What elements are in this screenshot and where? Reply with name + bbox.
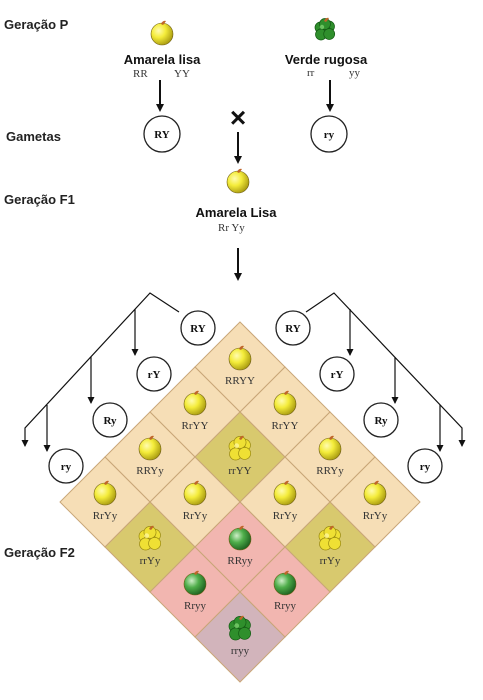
pea-yellow-smooth-icon bbox=[228, 345, 252, 371]
pea-yellow-smooth-icon bbox=[150, 20, 174, 46]
parent-left-name: Amarela lisa bbox=[123, 52, 201, 67]
pea-green-wrinkled-icon bbox=[228, 615, 252, 641]
punnett-cell-genotype: RRYy bbox=[136, 465, 164, 477]
pea-yellow-smooth-icon bbox=[273, 480, 297, 506]
right-gamete-1-label: rY bbox=[331, 369, 344, 381]
right-gamete-0-label: RY bbox=[285, 323, 301, 335]
right-gamete-1: rY bbox=[319, 356, 355, 392]
punnett-cell-genotype: RrYY bbox=[272, 420, 299, 432]
label-gametas: Gametas bbox=[6, 129, 61, 144]
pea-yellow-smooth-icon bbox=[363, 480, 387, 506]
right-gamete-branches bbox=[305, 292, 466, 452]
pea-green-smooth-icon bbox=[228, 525, 252, 551]
punnett-cell-genotype: rrYy bbox=[140, 555, 161, 567]
pea-yellow-smooth-icon bbox=[273, 390, 297, 416]
right-gamete-3-label: ry bbox=[420, 461, 431, 473]
punnett-cell-genotype: RRYy bbox=[316, 465, 344, 477]
parent-left-allele2: YY bbox=[174, 68, 190, 80]
punnett-cell-genotype: RrYy bbox=[363, 510, 388, 522]
pea-yellow-smooth-icon bbox=[138, 435, 162, 461]
gamete-right-label: ry bbox=[324, 129, 335, 141]
parent-right-name: Verde rugosa bbox=[284, 52, 368, 67]
gamete-left-label: RY bbox=[154, 129, 170, 141]
punnett-cell-genotype: rrYY bbox=[228, 465, 251, 477]
punnett-cell-genotype: RRyy bbox=[227, 555, 253, 567]
gamete-right: ry bbox=[310, 115, 348, 153]
pea-green-wrinkled-icon bbox=[314, 17, 336, 41]
left-gamete-3-label: ry bbox=[61, 461, 72, 473]
punnett-cell: rryy bbox=[194, 591, 286, 683]
pea-yellow-smooth-icon bbox=[318, 435, 342, 461]
right-gamete-2: Ry bbox=[363, 402, 399, 438]
pea-green-smooth-icon bbox=[183, 570, 207, 596]
left-gamete-branches bbox=[21, 292, 180, 452]
punnett-cell-genotype: RrYY bbox=[182, 420, 209, 432]
left-gamete-0-label: RY bbox=[190, 323, 206, 335]
punnett-cell-genotype: Rryy bbox=[184, 600, 207, 612]
punnett-cell-genotype: Rryy bbox=[274, 600, 297, 612]
parent-right-allele2: yy bbox=[349, 67, 360, 79]
pea-yellow-smooth-icon bbox=[226, 168, 250, 194]
left-gamete-1: rY bbox=[136, 356, 172, 392]
punnett-cell-genotype: RrYy bbox=[93, 510, 118, 522]
f1-name: Amarela Lisa bbox=[195, 205, 277, 220]
label-geracao-p: Geração P bbox=[4, 17, 69, 32]
pea-green-smooth-icon bbox=[273, 570, 297, 596]
pea-yellow-wrinkled-icon bbox=[228, 435, 252, 461]
pea-yellow-smooth-icon bbox=[183, 390, 207, 416]
label-geracao-f2: Geração F2 bbox=[4, 545, 75, 560]
left-gamete-0: RY bbox=[180, 310, 216, 346]
cross-symbol: × bbox=[230, 102, 246, 133]
f1-genotype: Rr Yy bbox=[218, 222, 245, 234]
punnett-cell-genotype: RrYy bbox=[273, 510, 298, 522]
left-gamete-1-label: rY bbox=[148, 369, 161, 381]
right-gamete-2-label: Ry bbox=[374, 415, 388, 427]
parent-left-allele1: RR bbox=[133, 68, 148, 80]
left-gamete-2-label: Ry bbox=[103, 415, 117, 427]
pea-yellow-smooth-icon bbox=[183, 480, 207, 506]
label-geracao-f1: Geração F1 bbox=[4, 192, 75, 207]
punnett-cell-genotype: rryy bbox=[231, 645, 250, 657]
right-gamete-3: ry bbox=[407, 448, 443, 484]
punnett-cell-genotype: RrYy bbox=[183, 510, 208, 522]
left-gamete-2: Ry bbox=[92, 402, 128, 438]
left-gamete-3: ry bbox=[48, 448, 84, 484]
parent-right-allele1: rr bbox=[307, 67, 315, 79]
gamete-left: RY bbox=[143, 115, 181, 153]
right-gamete-0: RY bbox=[275, 310, 311, 346]
pea-yellow-wrinkled-icon bbox=[138, 525, 162, 551]
punnett-cell-genotype: rrYy bbox=[320, 555, 341, 567]
pea-yellow-smooth-icon bbox=[93, 480, 117, 506]
pea-yellow-wrinkled-icon bbox=[318, 525, 342, 551]
punnett-cell-genotype: RRYY bbox=[225, 375, 255, 387]
